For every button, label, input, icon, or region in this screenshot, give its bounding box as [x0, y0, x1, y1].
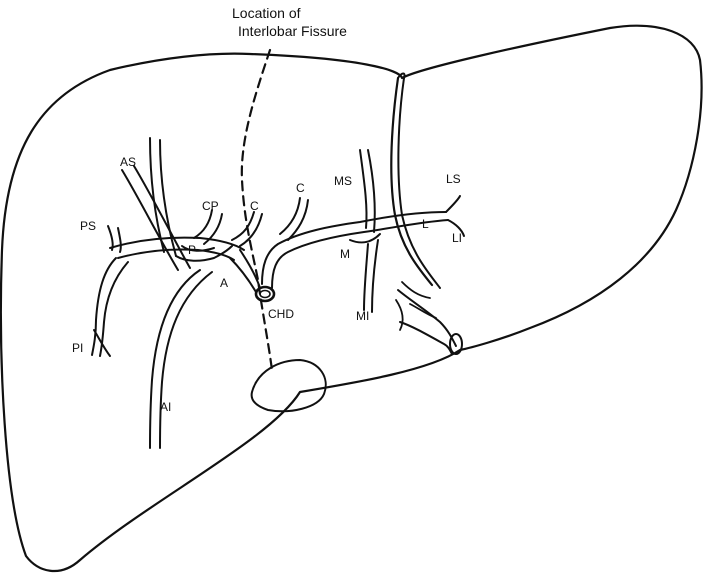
liver-outline [1, 26, 702, 571]
label-mi: MI [356, 309, 369, 323]
common-hepatic-duct-end [256, 287, 274, 301]
title-line-2: Interlobar Fissure [238, 23, 347, 39]
falciform-ligament [391, 78, 432, 285]
label-m: M [340, 247, 350, 261]
falciform-ligament-inner [398, 78, 440, 288]
label-p: P [188, 243, 196, 257]
label-ai: AI [160, 400, 171, 414]
label-ps: PS [80, 219, 96, 233]
round-ligament [398, 290, 456, 346]
right-duct-system [92, 138, 262, 448]
common-hepatic-duct-lumen [260, 291, 270, 298]
ligament-fold [396, 282, 436, 330]
label-li: LI [452, 231, 462, 245]
title-line-1: Location of [232, 5, 301, 21]
left-duct-system [262, 150, 464, 312]
label-ms: MS [334, 174, 352, 188]
label-c-right: C [296, 181, 305, 195]
label-c-left: C [250, 199, 259, 213]
label-pi: PI [72, 341, 83, 355]
label-chd: CHD [268, 307, 294, 321]
gallbladder [252, 360, 326, 411]
label-cp: CP [202, 199, 219, 213]
label-a: A [220, 276, 228, 290]
label-ls: LS [446, 172, 461, 186]
label-l: L [422, 217, 429, 231]
label-as: AS [120, 155, 136, 169]
